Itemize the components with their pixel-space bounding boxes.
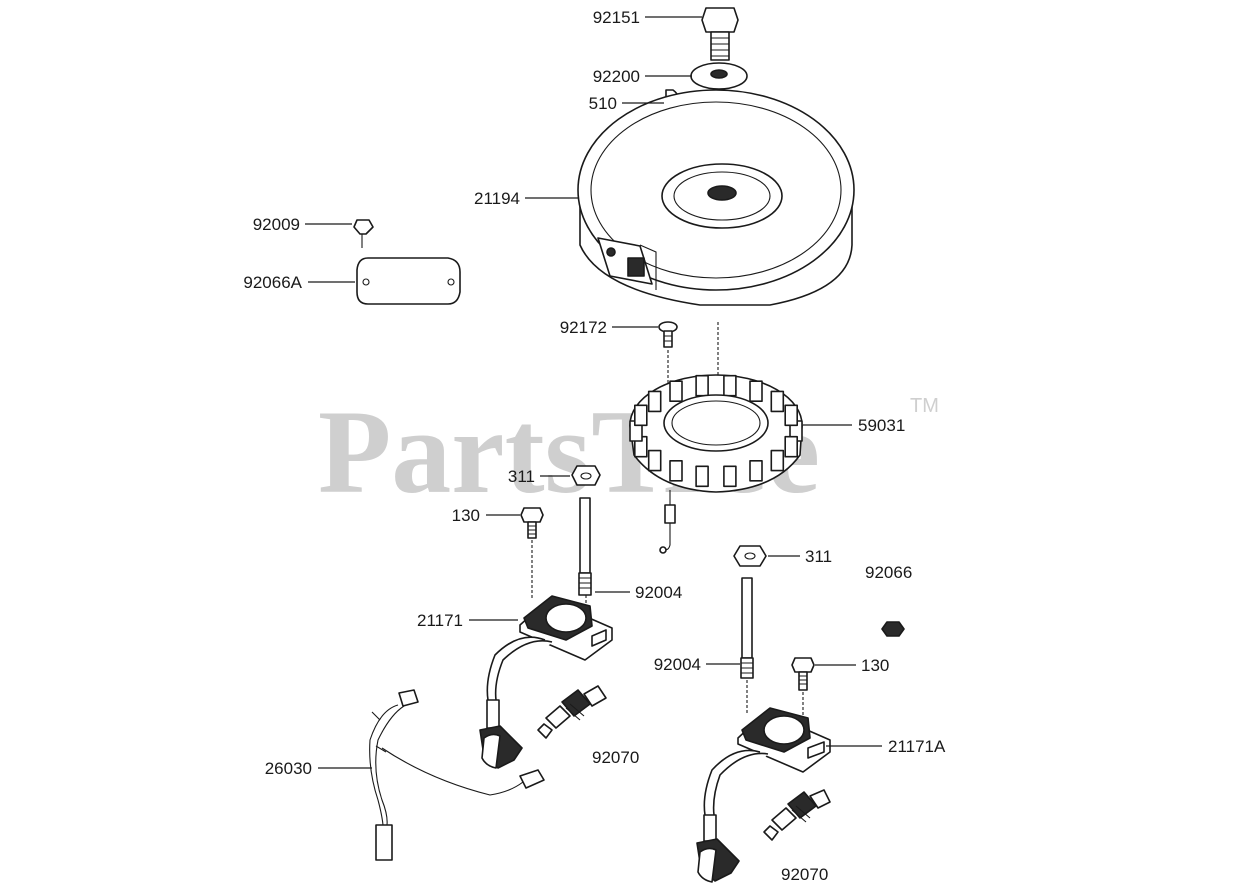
stator-tooth xyxy=(749,380,763,403)
nut-311-right[interactable] xyxy=(733,545,767,567)
callout-92172[interactable]: 92172 xyxy=(560,318,607,337)
stator-tooth xyxy=(633,404,648,427)
nut-92066[interactable] xyxy=(881,621,905,637)
watermark-trademark: TM xyxy=(910,395,939,417)
callout-92066[interactable]: 92066 xyxy=(865,563,912,582)
stator-tooth xyxy=(770,449,785,472)
callout-59031[interactable]: 59031 xyxy=(858,416,905,435)
callout-311-left[interactable]: 311 xyxy=(508,467,535,486)
stator-tooth xyxy=(723,465,737,488)
plate-92066A[interactable] xyxy=(356,257,461,305)
callout-21194[interactable]: 21194 xyxy=(474,189,520,208)
coil-21171A[interactable] xyxy=(696,707,831,883)
washer-92200[interactable] xyxy=(690,62,748,90)
stator-59031[interactable] xyxy=(629,374,803,554)
bolt-130-right[interactable] xyxy=(791,657,815,691)
nut-311-left[interactable] xyxy=(571,465,601,486)
nut-92009[interactable] xyxy=(353,219,374,248)
callout-labels: 92151 92200 510 21194 92009 92066A 92172… xyxy=(243,8,946,884)
screw-92172[interactable] xyxy=(658,321,678,348)
bolt-92151[interactable] xyxy=(701,7,739,61)
stud-92004-left[interactable] xyxy=(578,497,592,596)
leader-lines xyxy=(305,16,882,769)
callout-92004-left[interactable]: 92004 xyxy=(635,583,682,602)
stator-tooth xyxy=(669,459,683,482)
stator-tooth xyxy=(647,449,662,472)
callout-21171[interactable]: 21171 xyxy=(417,611,463,630)
callout-92151[interactable]: 92151 xyxy=(593,8,640,27)
stud-92004-right[interactable] xyxy=(740,577,754,679)
coil-21171[interactable] xyxy=(479,595,613,769)
stator-tooth xyxy=(784,404,799,427)
stator-tooth xyxy=(669,380,683,403)
callout-92004-right[interactable]: 92004 xyxy=(654,655,701,674)
callout-311-right[interactable]: 311 xyxy=(805,547,832,566)
flywheel-21194[interactable] xyxy=(577,89,855,306)
stator-tooth xyxy=(770,390,785,413)
spark-plug-92070-left[interactable] xyxy=(537,685,607,739)
harness-26030[interactable] xyxy=(369,689,545,861)
stator-tooth xyxy=(695,374,709,397)
stator-tooth xyxy=(695,465,709,488)
callout-21171A[interactable]: 21171A xyxy=(888,737,946,756)
stator-tooth xyxy=(749,459,763,482)
stator-tooth xyxy=(723,374,737,397)
spark-plug-92070-right[interactable] xyxy=(763,789,831,841)
callout-92200[interactable]: 92200 xyxy=(593,67,640,86)
watermark: PartsTree TM xyxy=(318,385,939,518)
callout-26030[interactable]: 26030 xyxy=(265,759,312,778)
callout-510[interactable]: 510 xyxy=(589,94,617,113)
callout-92066A[interactable]: 92066A xyxy=(243,273,302,292)
callout-92070-right[interactable]: 92070 xyxy=(781,865,828,884)
callout-92009[interactable]: 92009 xyxy=(253,215,300,234)
stator-tooth xyxy=(784,435,799,458)
callout-92070-left[interactable]: 92070 xyxy=(592,748,639,767)
stator-tooth xyxy=(647,390,662,413)
callout-130-right[interactable]: 130 xyxy=(861,656,889,675)
callout-130-left[interactable]: 130 xyxy=(452,506,480,525)
bolt-130-left[interactable] xyxy=(520,507,544,539)
